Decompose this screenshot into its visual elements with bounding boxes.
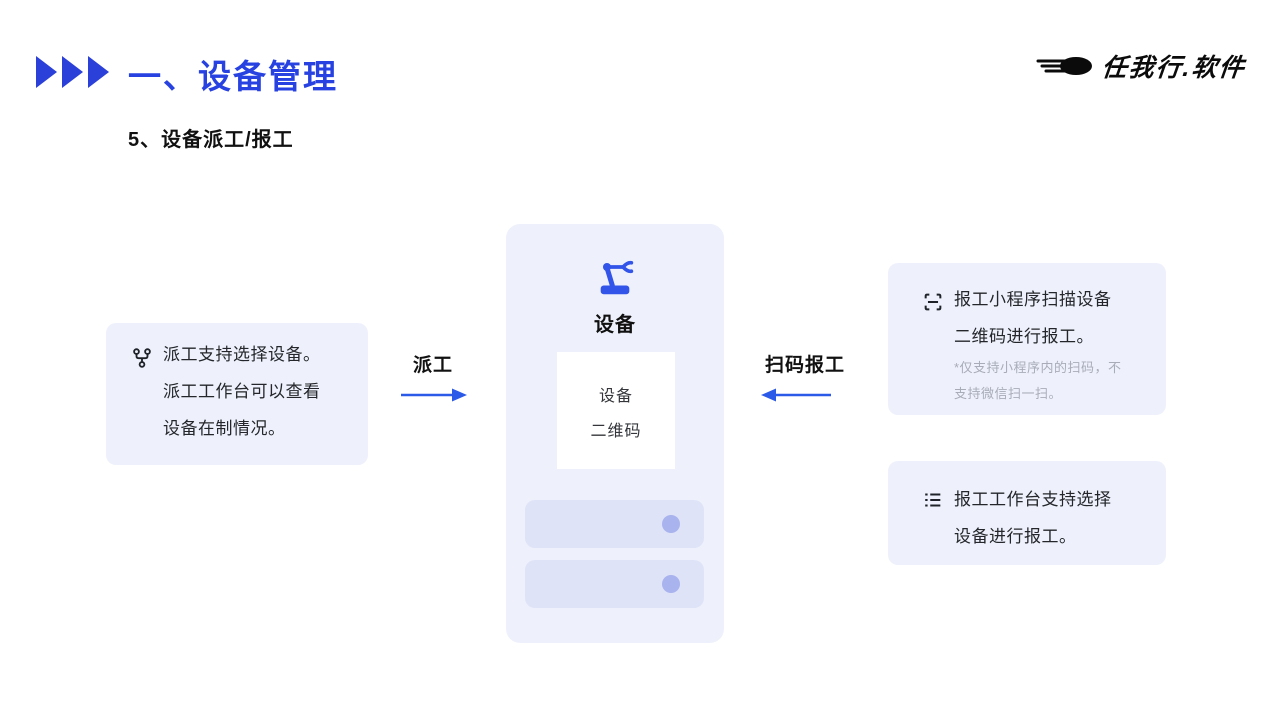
placeholder-row bbox=[525, 500, 704, 548]
logo-text: 任我行.软件 bbox=[1100, 54, 1248, 82]
text-line: 报工小程序扫描设备 bbox=[954, 290, 1112, 309]
qr-text-line: 设备 bbox=[598, 388, 633, 405]
page-title: 一、设备管理 bbox=[128, 58, 338, 95]
note-line: *仅支持小程序内的扫码，不 bbox=[954, 360, 1122, 375]
scan-report-info-text: 报工小程序扫描设备 二维码进行报工。 *仅支持小程序内的扫码，不 支持微信扫一扫… bbox=[954, 281, 1122, 407]
text-line: 派工工作台可以查看 bbox=[163, 382, 321, 401]
qr-scan-frame-icon bbox=[924, 293, 942, 311]
text-line: 二维码进行报工。 bbox=[954, 327, 1094, 346]
branch-fork-icon bbox=[133, 348, 151, 368]
scan-report-flow-label: 扫码报工 bbox=[764, 355, 845, 376]
arrow-right-icon bbox=[401, 388, 467, 402]
note-line: 支持微信扫一扫。 bbox=[954, 386, 1063, 401]
company-logo: 任我行.软件 bbox=[1036, 48, 1248, 84]
dispatch-info-card: 派工支持选择设备。 派工工作台可以查看 设备在制情况。 bbox=[106, 323, 368, 465]
robot-arm-icon bbox=[600, 260, 634, 295]
triangle-icon bbox=[62, 56, 83, 88]
device-card: 设备 设备 二维码 bbox=[506, 224, 724, 643]
device-label: 设备 bbox=[594, 314, 636, 336]
bullet-list-icon bbox=[925, 493, 941, 507]
title-bullet-triangles-icon bbox=[36, 56, 109, 88]
workbench-report-info-text: 报工工作台支持选择 设备进行报工。 bbox=[954, 481, 1112, 555]
workbench-report-info-card: 报工工作台支持选择 设备进行报工。 bbox=[888, 461, 1166, 565]
text-line: 派工支持选择设备。 bbox=[163, 345, 321, 364]
dispatch-info-text: 派工支持选择设备。 派工工作台可以查看 设备在制情况。 bbox=[163, 336, 321, 447]
placeholder-dot bbox=[662, 515, 680, 533]
placeholder-dot bbox=[662, 575, 680, 593]
speed-swoosh-icon bbox=[1036, 57, 1093, 75]
scan-report-info-card: 报工小程序扫描设备 二维码进行报工。 *仅支持小程序内的扫码，不 支持微信扫一扫… bbox=[888, 263, 1166, 415]
text-line: 设备进行报工。 bbox=[954, 527, 1077, 546]
arrow-left-icon bbox=[761, 388, 831, 402]
section-subtitle: 5、设备派工/报工 bbox=[128, 129, 294, 151]
text-line: 设备在制情况。 bbox=[163, 419, 286, 438]
triangle-icon bbox=[36, 56, 57, 88]
text-line: 报工工作台支持选择 bbox=[954, 490, 1112, 509]
device-qr-box: 设备 二维码 bbox=[557, 352, 675, 469]
qr-text-line: 二维码 bbox=[590, 423, 642, 440]
dispatch-flow-label: 派工 bbox=[412, 355, 453, 376]
placeholder-row bbox=[525, 560, 704, 608]
triangle-icon bbox=[88, 56, 109, 88]
